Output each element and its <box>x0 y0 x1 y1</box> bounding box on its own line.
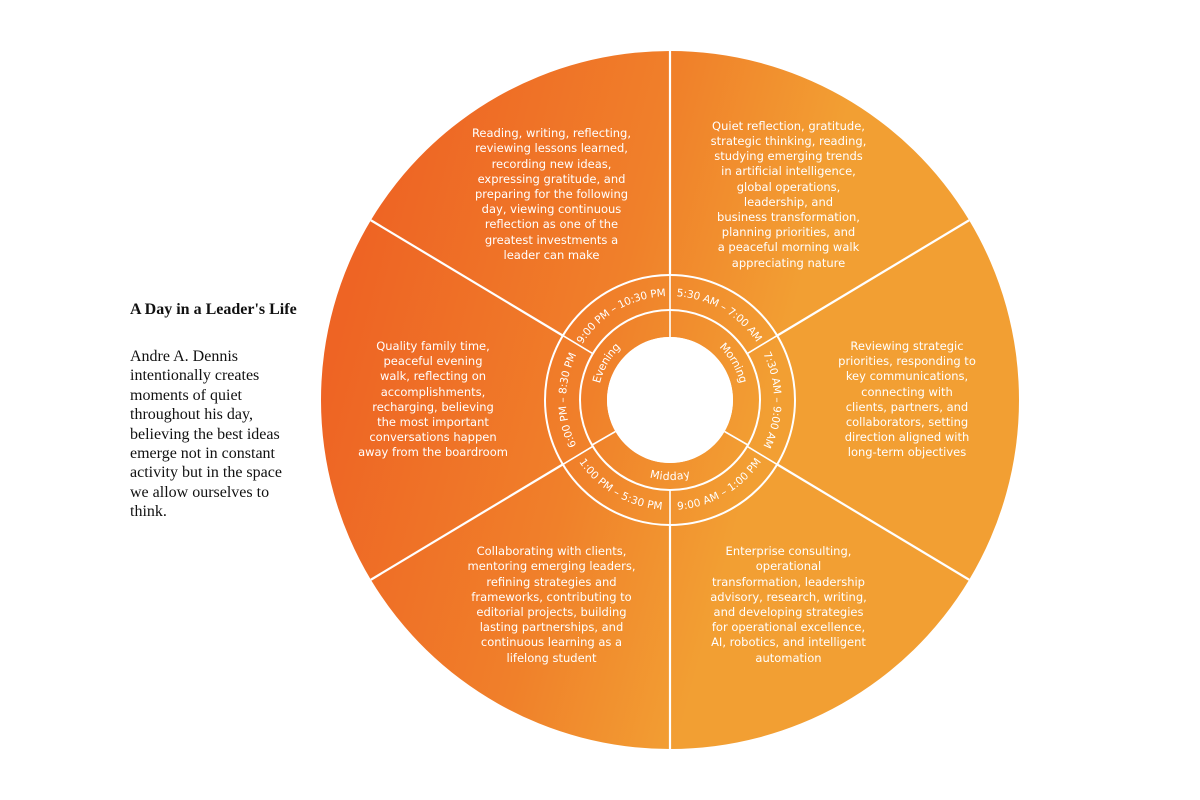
page-title: A Day in a Leader's Life <box>130 301 297 318</box>
segment-description: Reading, writing, reflecting, reviewing … <box>471 126 632 262</box>
segment-description: Enterprise consulting, operational trans… <box>710 544 867 665</box>
segment-description: Reviewing strategic priorities, respondi… <box>838 339 976 460</box>
segment-description: Quiet reflection, gratitude, strategic t… <box>710 118 867 270</box>
phase-label-midday: Midday <box>649 467 692 483</box>
phase-divider <box>724 430 749 446</box>
phase-divider <box>591 430 616 446</box>
day-wheel-svg: 5:30 AM – 7:00 AM7:30 AM – 9:00 AM9:00 A… <box>321 51 1019 749</box>
phase-ring <box>579 310 760 491</box>
segment-description: Collaborating with clients, mentoring em… <box>467 544 636 665</box>
center-hole <box>607 337 733 463</box>
segment-description: Quality family time, peaceful evening wa… <box>358 339 508 460</box>
time-divider <box>562 445 594 466</box>
intro-panel: A Day in a Leader's Life Andre A. Dennis… <box>130 298 298 522</box>
segment-divider <box>370 463 564 581</box>
segment-divider <box>776 219 970 337</box>
segment-5 <box>321 220 563 580</box>
time-divider <box>746 334 778 355</box>
segment-divider <box>370 219 564 337</box>
time-divider <box>746 445 778 466</box>
time-divider <box>562 334 594 355</box>
segment-divider <box>776 463 970 581</box>
intro-text: Andre A. Dennis intentionally creates mo… <box>130 348 282 521</box>
segment-2 <box>777 220 1019 580</box>
